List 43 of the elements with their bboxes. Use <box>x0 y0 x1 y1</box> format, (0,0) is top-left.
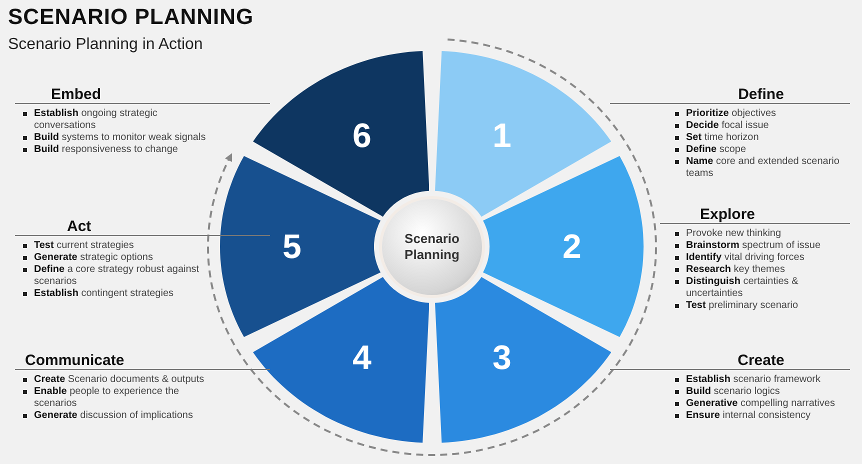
bullet-text: Research key themes <box>672 264 850 276</box>
panel-heading: Explore <box>660 206 850 224</box>
bullet-text: Provoke new thinking <box>672 228 850 240</box>
center-label: Scenario Planning <box>404 231 460 263</box>
wheel-segment <box>220 156 381 338</box>
bullet-text: Build responsiveness to change <box>20 144 210 156</box>
wheel-segment <box>434 277 611 443</box>
bullet-text: Create Scenario documents & outputs <box>20 374 210 386</box>
bullet-text: Set time horizon <box>672 132 850 144</box>
bullet-text: Build scenario logics <box>672 386 850 398</box>
bullet-text: Define scope <box>672 144 850 156</box>
bullet-text: Build systems to monitor weak signals <box>20 132 210 144</box>
subtitle: Scenario Planning in Action <box>8 36 203 54</box>
bullet-text: Decide focal issue <box>672 120 850 132</box>
bullet-text: Test current strategies <box>20 240 210 252</box>
bullet-text: Brainstorm spectrum of issue <box>672 240 850 252</box>
panel-heading: Act <box>15 218 270 236</box>
bullet-text: Generate strategic options <box>20 252 210 264</box>
bullet-text: Name core and extended scenario teams <box>672 156 850 180</box>
wheel-segment <box>434 51 611 217</box>
panel-heading: Communicate <box>15 352 270 370</box>
panel-heading: Embed <box>15 86 270 104</box>
bullet-text: Establish contingent strategies <box>20 288 210 300</box>
bullet-text: Identify vital driving forces <box>672 252 850 264</box>
step-number: 5 <box>282 230 302 264</box>
center-circle <box>382 199 482 295</box>
bullet-text: Test preliminary scenario <box>672 300 850 312</box>
bullet-text: Prioritize objectives <box>672 108 850 120</box>
bullet-text: Establish scenario framework <box>672 374 850 386</box>
step-number: 1 <box>492 119 512 154</box>
bullet-text: Generative compelling narratives <box>672 398 850 410</box>
step-number: 2 <box>562 230 582 264</box>
panel-heading: Define <box>610 86 850 104</box>
wheel-segment <box>253 277 430 443</box>
diagram-title: SCENARIO PLANNING <box>8 4 254 30</box>
bullet-text: Generate discussion of implications <box>20 410 210 422</box>
wheel-segment <box>253 51 430 217</box>
panel-heading: Create <box>610 352 850 370</box>
step-number: 3 <box>492 340 512 375</box>
wheel-segment <box>483 156 644 338</box>
bullet-text: Ensure internal consistency <box>672 410 850 422</box>
step-number: 6 <box>352 119 372 154</box>
step-number: 4 <box>352 340 372 375</box>
